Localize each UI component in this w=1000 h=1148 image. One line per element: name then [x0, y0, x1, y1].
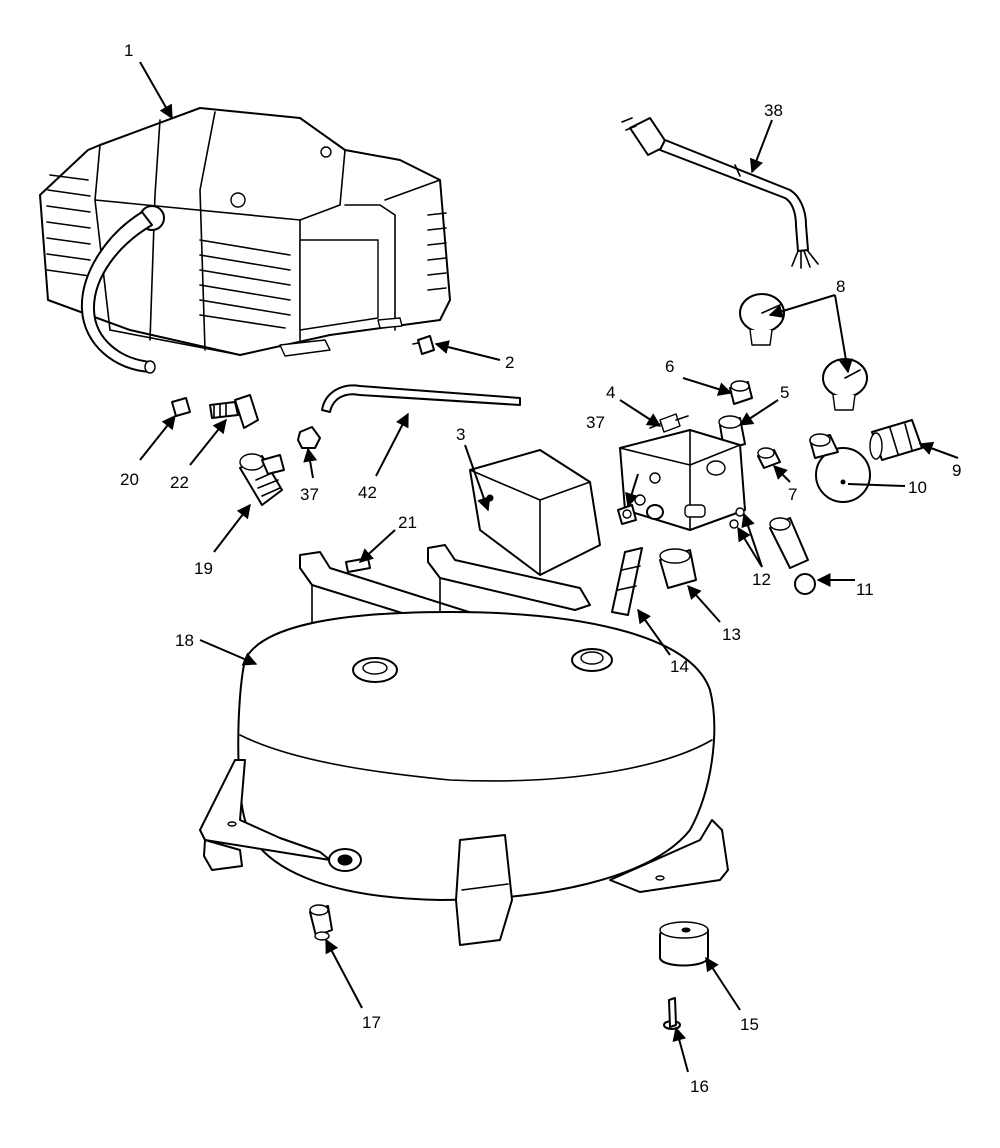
callout-37-left: 37: [300, 485, 319, 504]
part-15-rubber-foot: [659, 921, 709, 967]
leader-7: [773, 465, 791, 483]
leader-1: [139, 61, 173, 120]
callout-labels: 1 2 3 4 5 6 7 8 9 10 11 12 13 14 15 16 1…: [120, 41, 961, 1096]
part-22-elbow: [209, 394, 259, 429]
callout-20: 20: [120, 470, 139, 489]
part-37-nut-right: [617, 504, 637, 525]
leader-5: [738, 399, 779, 426]
leader-9: [918, 441, 959, 459]
callout-37-right: 37: [586, 413, 605, 432]
callout-14: 14: [670, 657, 689, 676]
part-38-power-cord: [621, 117, 819, 269]
part-42-tube: [321, 384, 521, 413]
leader-19: [213, 503, 251, 553]
callout-18: 18: [175, 631, 194, 650]
leader-12a: [741, 512, 763, 568]
leader-17: [325, 938, 363, 1009]
leader-16: [672, 1026, 689, 1073]
callout-3: 3: [456, 425, 465, 444]
callout-12: 12: [752, 570, 771, 589]
leader-20: [139, 414, 176, 461]
part-21-pad: [345, 557, 371, 573]
callout-11: 11: [856, 580, 874, 599]
leader-37b: [303, 447, 318, 479]
leader-21: [358, 529, 396, 563]
callout-19: 19: [194, 559, 213, 578]
leader-38: [749, 119, 773, 174]
leader-14: [637, 608, 671, 656]
callout-9: 9: [952, 461, 961, 480]
part-14-nipple: [611, 547, 643, 616]
leader-8a: [768, 294, 836, 318]
callout-2: 2: [505, 353, 514, 372]
leader-4: [619, 399, 662, 427]
part-4-pressure-switch: [619, 413, 746, 531]
leader-2: [434, 340, 501, 361]
part-20-nut: [171, 397, 191, 417]
leader-22: [189, 418, 227, 466]
part-6-bushing: [729, 380, 753, 405]
leader-18: [199, 639, 258, 666]
part-16-screw: [663, 997, 681, 1030]
leader-37a: [625, 473, 639, 508]
callout-42: 42: [358, 483, 377, 502]
leader-42: [375, 412, 409, 477]
part-18-tank: [199, 544, 729, 946]
callout-8: 8: [836, 277, 845, 296]
callout-6: 6: [665, 357, 674, 376]
part-19-check-valve: [239, 453, 285, 506]
part-17-drain-valve: [309, 904, 333, 941]
part-3-cover: [469, 449, 601, 576]
callout-16: 16: [690, 1077, 709, 1096]
pump-motor-shroud: [39, 107, 451, 374]
callout-7: 7: [788, 485, 797, 504]
part-9-coupler: [869, 419, 923, 461]
leader-13: [687, 584, 721, 623]
callout-38: 38: [764, 101, 783, 120]
part-37-nut-left: [297, 426, 321, 449]
callout-13: 13: [722, 625, 741, 644]
callout-17: 17: [362, 1013, 381, 1032]
part-2-fitting: [412, 335, 435, 355]
callout-10: 10: [908, 478, 927, 497]
leader-8b: [834, 294, 853, 374]
callout-1: 1: [124, 41, 133, 60]
leader-arrows: [139, 61, 959, 1073]
part-8-gauges: [739, 293, 868, 411]
callout-21: 21: [398, 513, 417, 532]
callout-15: 15: [740, 1015, 759, 1034]
leader-3: [464, 444, 491, 512]
leader-12b: [737, 526, 763, 568]
callout-5: 5: [780, 383, 789, 402]
part-12-screws: [729, 507, 745, 529]
callout-4: 4: [606, 383, 615, 402]
leader-10: [847, 483, 906, 487]
part-11-safety-valve: [769, 517, 816, 595]
part-13-fitting: [659, 548, 697, 589]
leader-15: [705, 956, 741, 1011]
part-10-regulator: [809, 433, 871, 503]
leader-6: [682, 377, 733, 396]
callout-22: 22: [170, 473, 189, 492]
part-7-tube: [757, 447, 781, 469]
